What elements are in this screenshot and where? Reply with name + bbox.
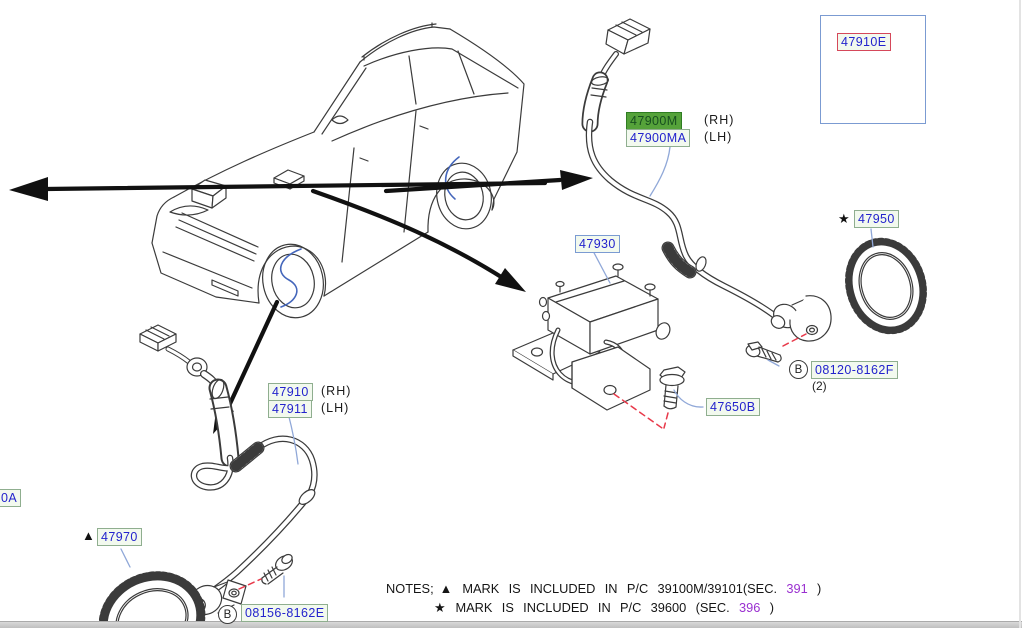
b-circle-badge-front: B (218, 605, 237, 624)
star-mark-icon: ★ (838, 211, 850, 226)
part-label-47910[interactable]: 47910 (268, 383, 313, 401)
notes-line-2: ★ MARK IS INCLUDED IN P/C 39600 (SEC. 396… (434, 600, 821, 616)
part-label-edge-partial[interactable]: 0A (0, 489, 21, 507)
rear-rotor-drawing (845, 237, 927, 335)
part-label-47930[interactable]: 47930 (575, 235, 620, 253)
part-label-47650B[interactable]: 47650B (706, 398, 760, 416)
notes-line1-close: ) (817, 581, 822, 596)
side-indicator-lh-rear: (LH) (704, 130, 733, 144)
star-mark-icon: ★ (434, 600, 446, 615)
triangle-mark-icon: ▲ (82, 528, 95, 543)
notes-line2-close: ) (769, 600, 774, 615)
part-label-08156-8162E[interactable]: 08156-8162E (241, 604, 329, 622)
part-label-47970[interactable]: 47970 (97, 528, 142, 546)
right-edge-line (1019, 0, 1021, 628)
notes-heading: NOTES; (386, 581, 434, 596)
part-label-47950[interactable]: 47950 (854, 210, 899, 228)
part-label-08120-8162F[interactable]: 08120-8162F (811, 361, 898, 379)
label-leader-lines (120, 49, 874, 598)
front-sensor-screw-drawing (261, 553, 293, 585)
side-indicator-rh-rear: (RH) (704, 113, 735, 127)
screw-kit-box (820, 15, 926, 124)
part-label-47900MA[interactable]: 47900MA (626, 129, 691, 147)
part-label-47900M[interactable]: 47900M (626, 112, 682, 130)
part-label-47911[interactable]: 47911 (268, 400, 312, 418)
bolt-quantity: (2) (812, 379, 827, 393)
actuator-drawing (512, 263, 686, 411)
side-indicator-rh-front: (RH) (321, 384, 352, 398)
notes-line-1: NOTES; ▲ MARK IS INCLUDED IN P/C 39100M/39… (386, 581, 821, 596)
part-label-47910E[interactable]: 47910E (837, 33, 891, 51)
notes-line1-section: 391 (786, 581, 808, 596)
b-circle-badge-rear: B (789, 360, 808, 379)
triangle-mark-icon: ▲ (439, 581, 453, 596)
wheel-harness-curl (279, 156, 460, 308)
bracket-bolt-drawing (659, 366, 686, 410)
rear-sensor-drawing (581, 18, 832, 363)
side-indicator-lh-front: (LH) (321, 401, 350, 415)
vehicle-drawing (151, 22, 525, 319)
front-rotor-drawing (98, 571, 206, 628)
bottom-edge-bar (0, 621, 1022, 628)
notes-line2-text: MARK IS INCLUDED IN P/C 39600 (SEC. (455, 600, 730, 615)
notes-line2-section: 396 (739, 600, 761, 615)
fastener-dash-lines (238, 333, 807, 590)
rear-sensor-bolt-drawing (745, 341, 782, 363)
notes-block: NOTES; ▲ MARK IS INCLUDED IN P/C 39100M/39… (386, 581, 821, 620)
notes-line1-text: MARK IS INCLUDED IN P/C 39100M/39101(SEC… (462, 581, 778, 596)
